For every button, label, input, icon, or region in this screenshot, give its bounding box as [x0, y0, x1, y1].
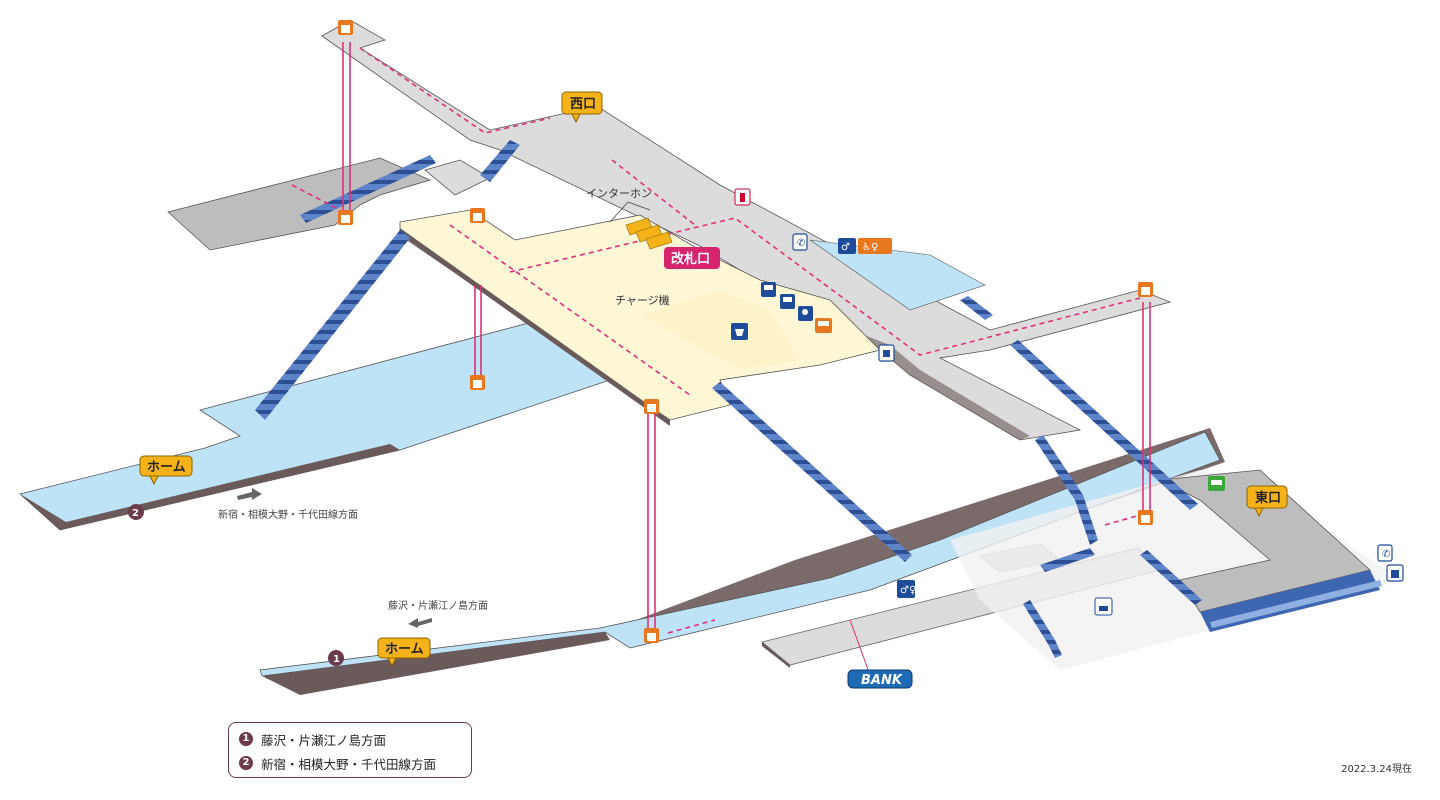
facility-icons: ✆ ♂ ♿♀ ♂♀ ✆ BANK [731, 188, 1404, 689]
legend-number: 1 [239, 732, 253, 746]
elevator-icon [338, 210, 353, 225]
accessible-restroom-icon: ♿♀ [858, 238, 892, 254]
intercom-label: インターホン [586, 187, 652, 200]
elevator-icons [338, 20, 1153, 643]
west-exit-label: 西口 [570, 97, 596, 112]
elevator-shafts [342, 42, 1151, 628]
bank-icon: BANK [847, 669, 913, 689]
east-exit-label: 東口 [1255, 490, 1281, 506]
platform-number-1: 1 [328, 650, 344, 666]
concourse [399, 209, 881, 426]
platform-lower [259, 428, 1225, 695]
svg-text:✆: ✆ [797, 238, 805, 249]
svg-text:1: 1 [333, 654, 340, 665]
platform-lower-badge: ホーム [377, 637, 431, 668]
elevator-icon [338, 20, 353, 35]
charge-machine-label: チャージ機 [615, 293, 670, 307]
direction-lower-label: 藤沢・片瀬江ノ島方面 [388, 599, 488, 612]
legend-text: 新宿・相模大野・千代田線方面 [261, 756, 437, 772]
west-exit-badge: 西口 [561, 91, 603, 124]
phone-icon: ✆ [792, 233, 808, 251]
ticket-gate-badge: 改札口 [664, 247, 720, 269]
ticket-machine-icon [780, 294, 795, 309]
svg-text:2: 2 [132, 508, 139, 519]
stairs [255, 140, 1202, 658]
elevator-icon [644, 399, 659, 414]
direction-arrows [237, 488, 432, 628]
legend-number: 2 [239, 756, 253, 770]
locker-icon [878, 344, 895, 362]
legend-item: 1 藤沢・片瀬江ノ島方面 [239, 727, 461, 751]
bus-icon [1208, 476, 1225, 491]
platform-lower-label: ホーム [385, 642, 424, 657]
east-exit-badge: 東口 [1246, 485, 1288, 518]
svg-text:♿♀: ♿♀ [862, 242, 878, 253]
ticket-gate-label: 改札口 [671, 251, 710, 267]
elevator-icon [470, 375, 485, 390]
svg-text:♂♀: ♂♀ [900, 585, 916, 596]
legend: 1 藤沢・片瀬江ノ島方面 2 新宿・相模大野・千代田線方面 [228, 722, 472, 778]
platform-upper-label: ホーム [147, 460, 186, 475]
svg-text:✆: ✆ [1382, 549, 1390, 560]
legend-text: 藤沢・片瀬江ノ島方面 [261, 732, 387, 748]
bank-label: BANK [861, 673, 903, 688]
elevator-icon [1138, 510, 1153, 525]
ticket-machine-icon [761, 282, 776, 297]
phone-icon: ✆ [1377, 544, 1393, 562]
fire-extinguisher-icon [734, 188, 751, 206]
restroom-icon: ♂♀ [897, 580, 916, 598]
info-counter-icon [798, 306, 813, 321]
date-label: 2022.3.24現在 [1341, 764, 1412, 775]
restroom-icon: ♂ [838, 238, 856, 254]
taxi-icon [1094, 597, 1113, 616]
elevator-icon [1138, 282, 1153, 297]
direction-upper-label: 新宿・相模大野・千代田線方面 [218, 508, 358, 521]
fare-office-icon [815, 318, 832, 333]
svg-text:♂: ♂ [841, 242, 850, 253]
accessible-route [291, 47, 1141, 634]
elevator-icon [470, 208, 485, 223]
platform-number-2: 2 [128, 504, 144, 520]
elevator-icon [644, 628, 659, 643]
mailbox-icon [1386, 564, 1404, 582]
platform-upper-badge: ホーム [139, 455, 193, 486]
lost-found-icon [731, 323, 748, 340]
legend-item: 2 新宿・相模大野・千代田線方面 [239, 751, 461, 775]
ticket-gates [609, 201, 673, 250]
